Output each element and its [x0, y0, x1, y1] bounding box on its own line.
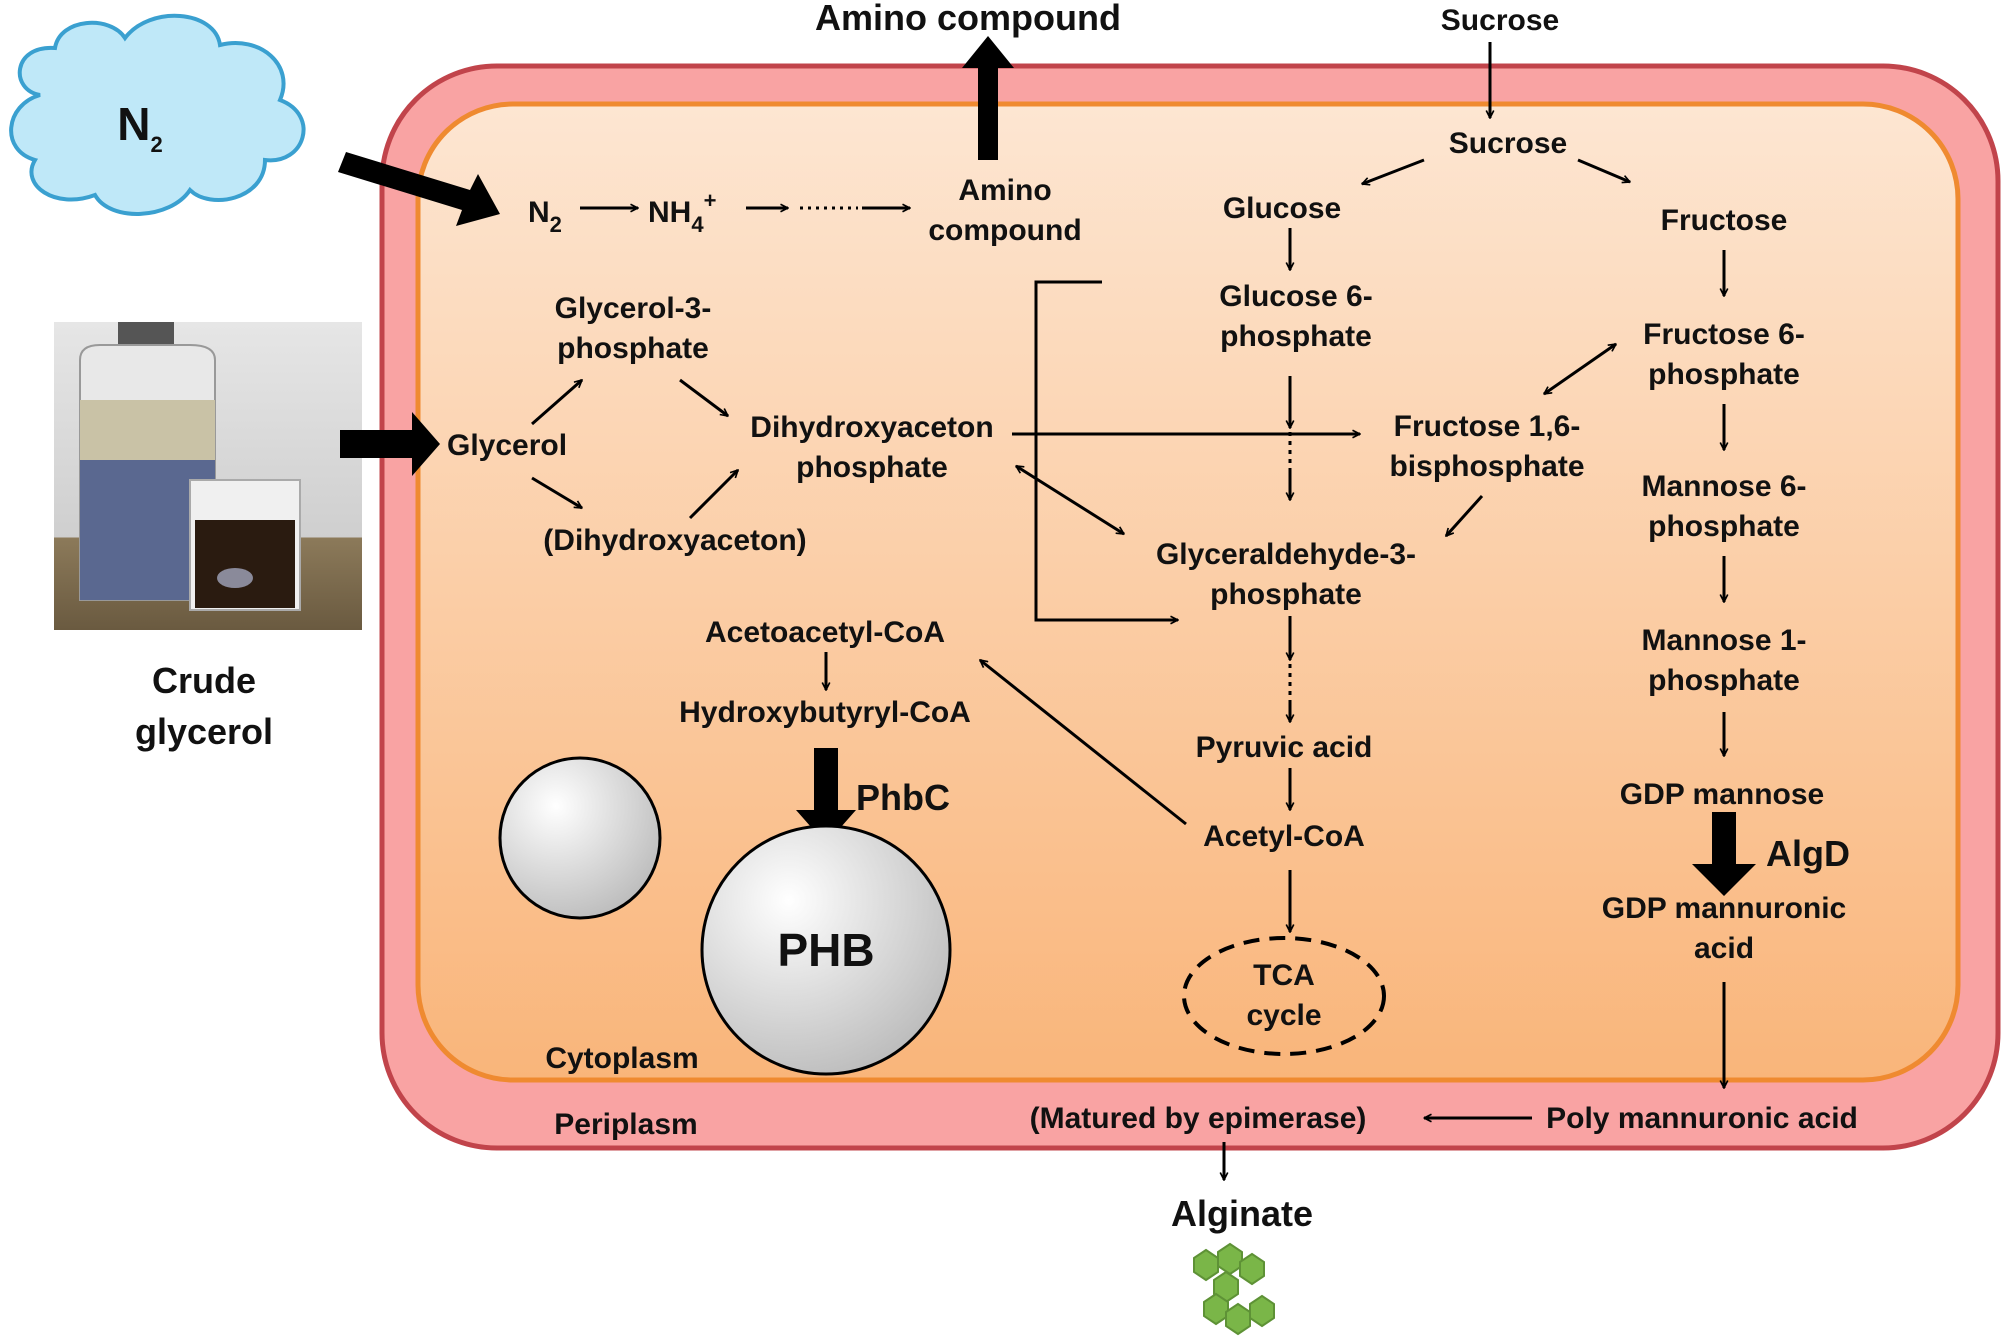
- phb-granule-large: [700, 824, 952, 1076]
- fbp-line2: bisphosphate: [1389, 450, 1584, 483]
- g3p-line2: phosphate: [557, 332, 709, 365]
- acetylcoa-to-acetoacetyl-arrow: [980, 658, 1187, 826]
- glycerol-label: Glycerol: [447, 429, 567, 462]
- n2-cloud: N2: [9, 13, 306, 216]
- phbc-enzyme: PhbC: [856, 777, 950, 818]
- alginate-polymer-icon: [1193, 1242, 1275, 1336]
- glucose-label: Glucose: [1223, 192, 1341, 225]
- n2-cloud-label: N2: [117, 98, 162, 157]
- poly-mannuronic-label: Poly mannuronic acid: [1546, 1102, 1858, 1135]
- fbp-line1: Fructose 1,6-: [1394, 410, 1581, 443]
- g3p-to-dhap-arrow: [679, 378, 728, 418]
- m1p-line2: phosphate: [1648, 664, 1800, 697]
- glycerol-to-g3p-arrow: [531, 380, 582, 426]
- gdp-mannose-label: GDP mannose: [1620, 778, 1825, 811]
- gap-line2: phosphate: [1210, 578, 1362, 611]
- gdp-mannuronic-line1: GDP mannuronic: [1602, 892, 1846, 925]
- cytoplasm-label: Cytoplasm: [545, 1042, 698, 1075]
- gap-line1: Glyceraldehyde-3-: [1156, 538, 1416, 571]
- amino-compound-line2: compound: [928, 214, 1081, 247]
- phb-label: PHB: [777, 924, 874, 976]
- amino-compound-top: Amino compound: [815, 0, 1121, 38]
- fructose-label: Fructose: [1661, 204, 1788, 237]
- crude-glycerol-photo: [54, 322, 362, 630]
- crude-glycerol-label: Crude: [152, 660, 256, 701]
- fbp-to-gap-arrow: [1446, 494, 1484, 536]
- dha-label: (Dihydroxyaceton): [543, 524, 806, 557]
- nh4-label: NH4+: [648, 188, 716, 237]
- phb-granule-small: [498, 756, 662, 920]
- sucrose-internal: Sucrose: [1449, 127, 1567, 160]
- tca-line1: TCA: [1253, 959, 1315, 992]
- g6p-line2: phosphate: [1220, 320, 1372, 353]
- dhap-line1: Dihydroxyaceton: [750, 411, 993, 444]
- f6p-line2: phosphate: [1648, 358, 1800, 391]
- pyruvate-label: Pyruvic acid: [1196, 731, 1373, 764]
- amino-compound-line1: Amino: [958, 174, 1051, 207]
- phbc-arrow: [796, 748, 856, 844]
- crude-glycerol-label-2: glycerol: [135, 711, 273, 752]
- g6p-line1: Glucose 6-: [1219, 280, 1372, 313]
- acetoacetyl-label: Acetoacetyl-CoA: [705, 616, 945, 649]
- tca-line2: cycle: [1246, 999, 1321, 1032]
- periplasm-label: Periplasm: [554, 1108, 697, 1141]
- fbp-f6p-arrow: [1544, 342, 1616, 396]
- glycerol-input-arrow: [340, 412, 440, 476]
- g3p-line1: Glycerol-3-: [555, 292, 712, 325]
- sucrose-to-fructose-arrow: [1577, 158, 1630, 184]
- amino-to-gap-bracket: [1034, 280, 1178, 620]
- m1p-line1: Mannose 1-: [1641, 624, 1806, 657]
- glycerol-to-dha-arrow: [531, 476, 582, 510]
- gdp-mannuronic-line2: acid: [1694, 932, 1754, 965]
- algd-enzyme: AlgD: [1766, 833, 1850, 874]
- m6p-line1: Mannose 6-: [1641, 470, 1806, 503]
- n2-input-arrow: [338, 152, 500, 226]
- algd-arrow: [1692, 812, 1756, 896]
- n2-internal: N2: [528, 196, 562, 237]
- hydroxybutyryl-label: Hydroxybutyryl-CoA: [679, 696, 971, 729]
- m6p-line2: phosphate: [1648, 510, 1800, 543]
- dhap-line2: phosphate: [796, 451, 948, 484]
- sucrose-to-glucose-arrow: [1362, 158, 1425, 184]
- sucrose-top: Sucrose: [1441, 4, 1559, 37]
- acetylcoa-label: Acetyl-CoA: [1203, 820, 1365, 853]
- alginate-label: Alginate: [1171, 1193, 1313, 1234]
- dhap-gap-arrow: [1016, 464, 1124, 536]
- dha-to-dhap-arrow: [688, 470, 738, 520]
- epimerase-label: (Matured by epimerase): [1030, 1102, 1367, 1135]
- f6p-line1: Fructose 6-: [1643, 318, 1805, 351]
- amino-export-arrow: [962, 36, 1014, 160]
- tca-cycle-outline: [1182, 936, 1386, 1056]
